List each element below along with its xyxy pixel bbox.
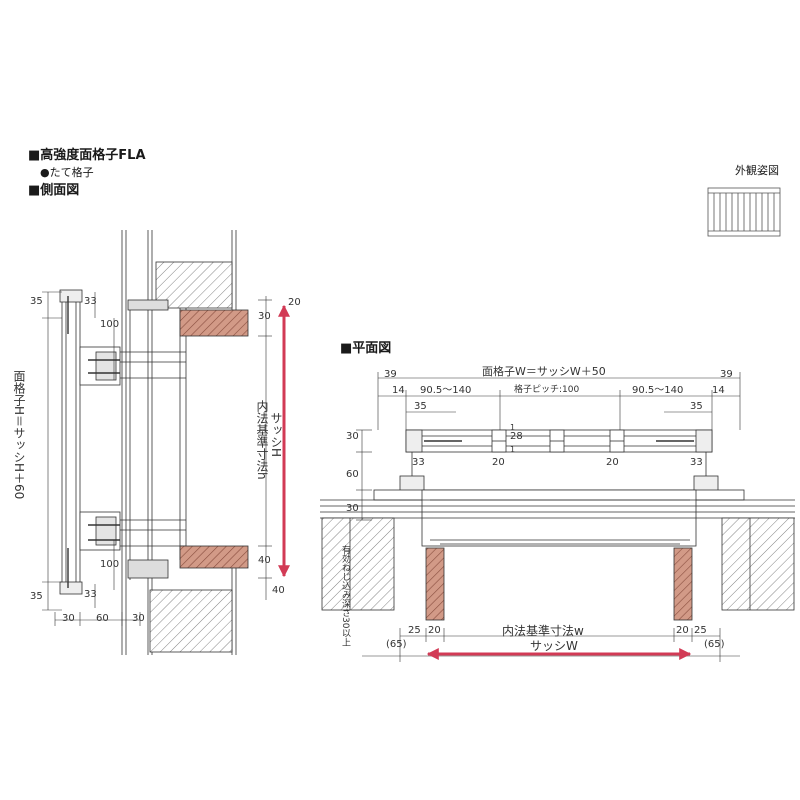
side-dim-35-bot: 35	[30, 591, 43, 602]
side-sash-h-label: サッシH	[269, 412, 283, 458]
grille-height-label: 面格子H＝サッシH＋60	[12, 370, 26, 500]
side-dim-30-inner: 30	[132, 613, 145, 624]
side-dim-33-bot: 33	[84, 589, 97, 600]
side-view-drawing	[42, 230, 272, 655]
plan-dim-14-right: 14	[712, 385, 725, 396]
plan-dim-range-right: 90.5～140	[632, 385, 684, 396]
plan-view-title: ■平面図	[340, 341, 392, 356]
plan-dim-33-left: 33	[412, 457, 425, 468]
plan-dim-1-b: 1	[510, 445, 516, 454]
plan-dim-60: 60	[346, 469, 359, 480]
plan-dim-25-left: 25	[408, 625, 421, 636]
plan-dim-30-side: 30	[346, 503, 359, 514]
plan-dim-39-right: 39	[720, 369, 733, 380]
plan-dim-20-right: 20	[676, 625, 689, 636]
side-dim-40-mid: 40	[258, 555, 271, 566]
plan-pitch-label: 格子ピッチ:100	[514, 385, 580, 395]
side-dim-33-top: 33	[84, 296, 97, 307]
side-dim-30-top: 30	[258, 311, 271, 322]
plan-dim-33-right: 33	[690, 457, 703, 468]
side-dim-30-base: 30	[62, 613, 75, 624]
plan-dim-30: 30	[346, 431, 359, 442]
plan-dim-14-left: 14	[392, 385, 405, 396]
side-dim-20-top: 20	[288, 297, 301, 308]
side-dim-100-top: 100	[100, 319, 120, 330]
side-view-title: ■側面図	[28, 183, 80, 198]
plan-dim-28: 28	[510, 431, 523, 442]
appearance-title: 外観姿図	[735, 164, 779, 177]
plan-dim-range-left: 90.5～140	[420, 385, 472, 396]
product-title: ■高強度面格子FLA	[28, 148, 146, 163]
plan-dim-1-a: 1	[510, 423, 516, 432]
plan-view-drawing	[320, 372, 795, 662]
plan-paren-65-right: (65)	[704, 639, 725, 650]
plan-dim-20-left: 20	[428, 625, 441, 636]
plan-width-label: 面格子W＝サッシW＋50	[482, 365, 606, 378]
plan-dim-25-right: 25	[694, 625, 707, 636]
appearance-thumbnail	[707, 187, 781, 237]
plan-screw-note: 有効ねじ込み深さ30以上	[340, 545, 350, 647]
plan-paren-65-left: (65)	[386, 639, 407, 650]
plan-dim-35-left: 35	[414, 401, 427, 412]
side-inner-std-label: 内法基準寸法h	[255, 400, 269, 480]
side-dim-100-bot: 100	[100, 559, 120, 570]
plan-sash-w-label: サッシW	[530, 639, 578, 653]
side-dim-40-bot: 40	[272, 585, 285, 596]
plan-dim-39-left: 39	[384, 369, 397, 380]
grille-type-label: ●たて格子	[40, 166, 94, 179]
side-dim-60-base: 60	[96, 613, 109, 624]
plan-dim-35-right: 35	[690, 401, 703, 412]
plan-inner-std-label: 内法基準寸法w	[502, 624, 584, 638]
plan-dim-20-b: 20	[606, 457, 619, 468]
plan-dim-20-a: 20	[492, 457, 505, 468]
side-dim-35-top: 35	[30, 296, 43, 307]
